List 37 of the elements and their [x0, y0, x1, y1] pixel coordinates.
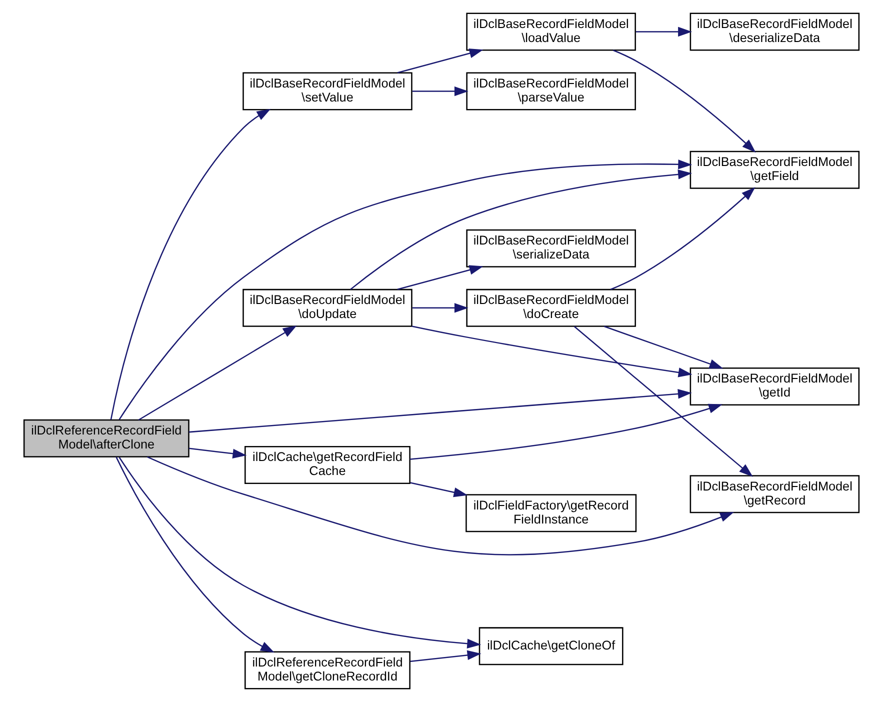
arrow — [118, 456, 482, 648]
arrow — [412, 303, 468, 313]
node-box: ilDclCache\getCloneOf — [478, 627, 624, 666]
arrow — [612, 50, 756, 153]
node-box: ilDclBaseRecordFieldModel \deserializeData — [690, 12, 860, 51]
arrow — [397, 48, 484, 74]
node-box: ilDclReferenceRecordField Model\afterClone — [23, 419, 190, 458]
arrow — [188, 448, 247, 458]
node-box: ilDclBaseRecordFieldModel \getRecord — [690, 475, 860, 514]
arrow — [412, 326, 692, 378]
arrow — [412, 86, 468, 96]
node-box: ilDclBaseRecordFieldModel \getField — [690, 150, 860, 189]
arrow — [574, 326, 753, 477]
node-box: ilDclFieldFactory\getRecord FieldInstance — [466, 494, 637, 532]
node-box: ilDclBaseRecordFieldModel \doUpdate — [242, 288, 412, 327]
arrow — [138, 325, 297, 421]
node-box: ilDclBaseRecordFieldModel \loadValue — [466, 12, 636, 51]
node-box: ilDclBaseRecordFieldModel \serializeData — [466, 229, 636, 268]
node-box: ilDclBaseRecordFieldModel \doCreate — [466, 288, 636, 327]
arrow — [604, 326, 724, 369]
arrow — [410, 650, 482, 662]
arrow — [110, 108, 271, 420]
node-box: ilDclBaseRecordFieldModel \getId — [690, 367, 860, 406]
node-box: ilDclBaseRecordFieldModel \parseValue — [466, 72, 636, 110]
arrow — [350, 170, 692, 290]
arrow — [410, 404, 723, 460]
arrow — [410, 482, 468, 498]
arrow — [116, 456, 274, 653]
node-box: ilDclReferenceRecordField Model\getCloneRecordId — [244, 651, 410, 690]
arrow — [118, 160, 692, 420]
arrow — [147, 456, 734, 556]
arrow — [188, 389, 692, 433]
node-box: ilDclCache\getRecordField Cache — [244, 446, 410, 484]
node-box: ilDclBaseRecordFieldModel \setValue — [242, 72, 412, 110]
arrow — [397, 265, 484, 290]
arrow — [610, 187, 756, 290]
arrow — [636, 26, 692, 37]
